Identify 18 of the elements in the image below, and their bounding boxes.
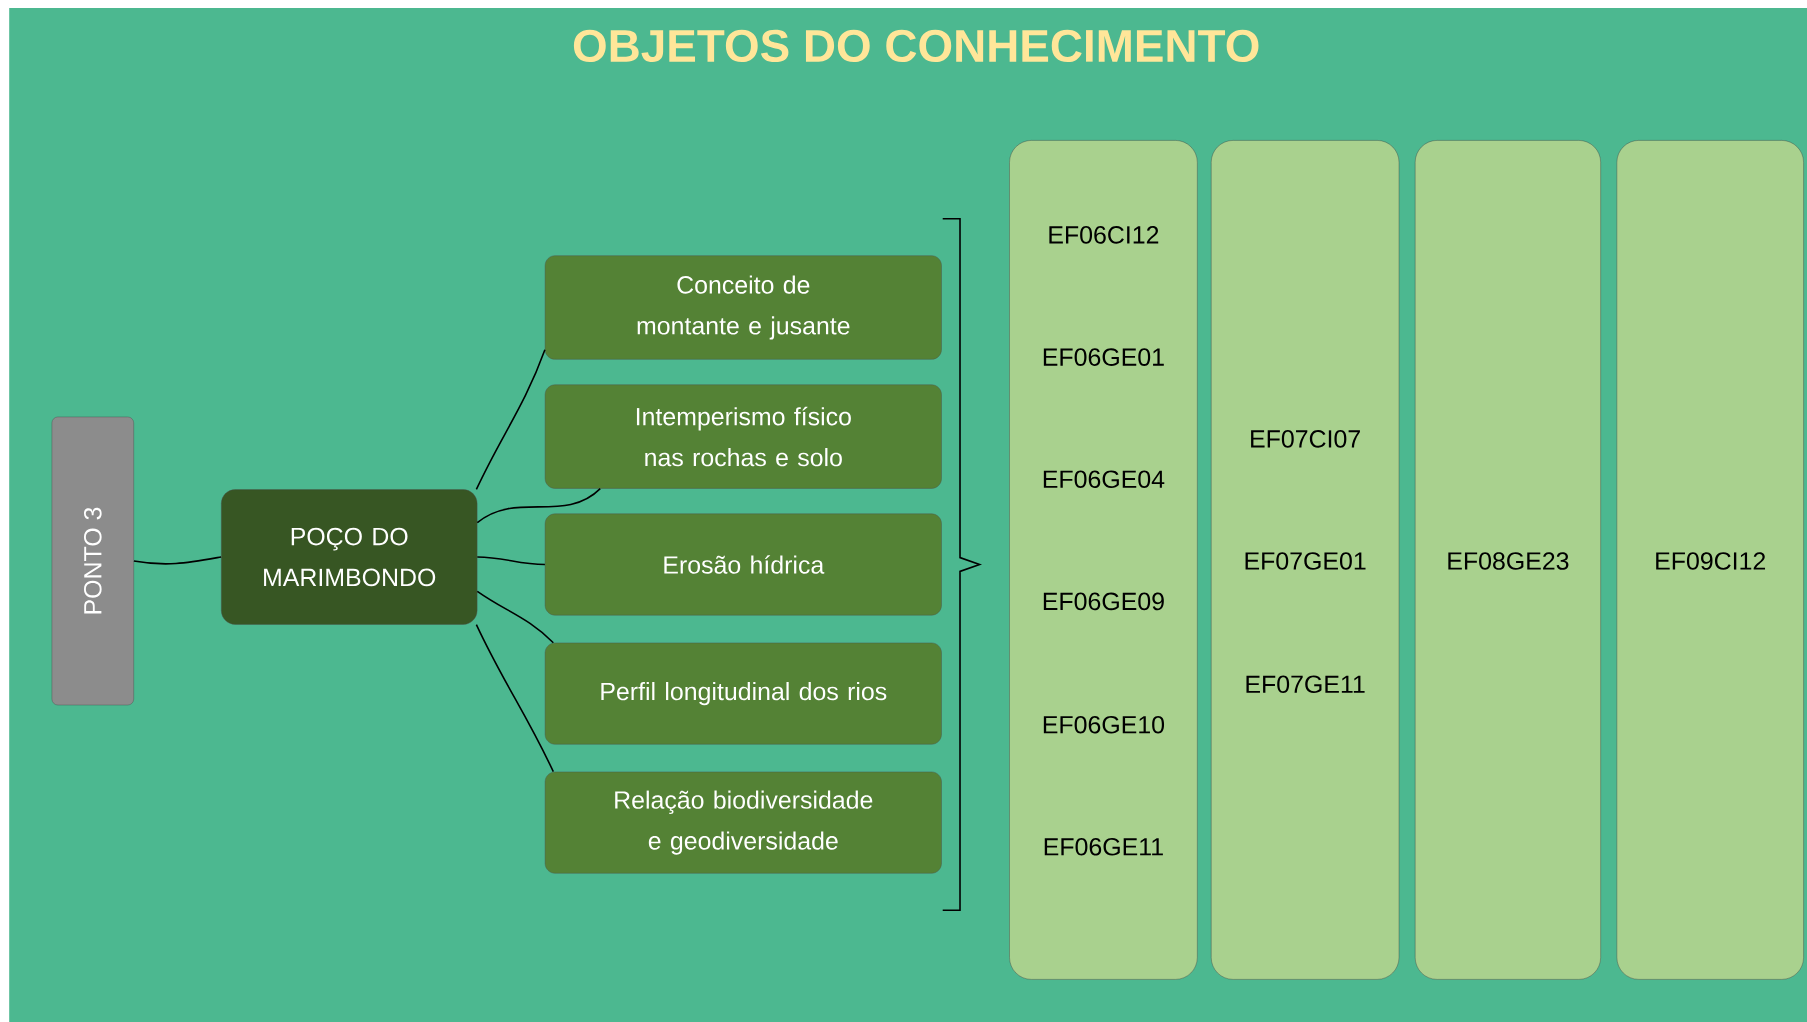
topic-box: Conceito de montante e jusante [544,255,942,360]
connector-line [133,556,222,565]
central-box: POÇO DO MARIMBONDO [221,489,478,625]
connector-line [476,487,602,524]
connector-line [476,590,555,644]
code-column: EF07CI07 EF07GE01 EF07GE11 [1211,140,1400,980]
topic-box: Relação biodiversidade e geodiversidade [544,771,942,874]
code-column: EF06CI12 EF06GE01 EF06GE04 EF06GE09 EF06GE10 EF06GE11 [1009,140,1198,980]
code-column: EF09CI12 [1616,140,1804,980]
connector-line [475,623,555,773]
code-column: EF08GE23 [1414,140,1601,980]
title: OBJETOS DO CONHECIMENTO [573,29,1259,63]
connector-line [475,348,546,491]
point-box: PONTO 3 [51,416,134,706]
topic-box: Perfil longitudinal dos rios [544,642,942,745]
topic-box: Erosão hídrica [544,513,942,616]
connector-line [476,556,546,566]
topic-box: Intemperismo físico nas rochas e solo [544,384,942,489]
